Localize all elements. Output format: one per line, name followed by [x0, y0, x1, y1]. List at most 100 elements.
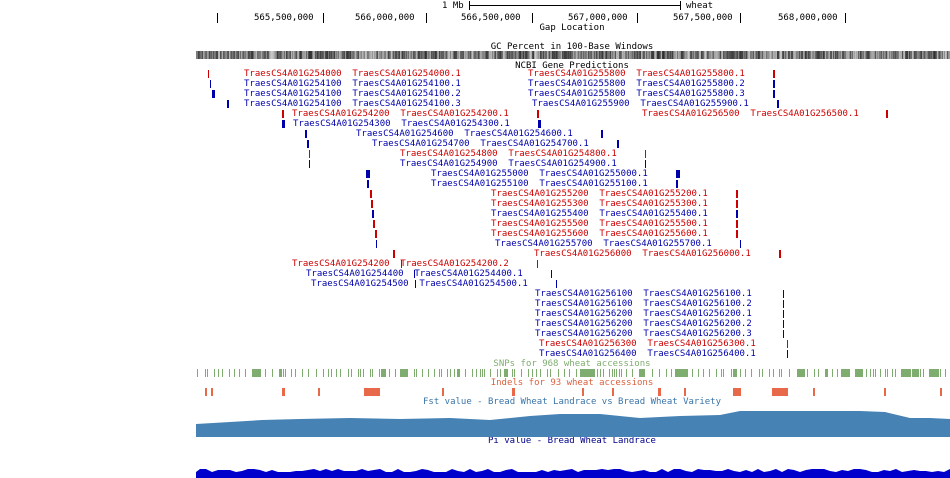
gene-glyph[interactable] [372, 210, 374, 218]
gene-glyph[interactable] [376, 240, 377, 248]
gene-label[interactable]: TraesCS4A01G254900 TraesCS4A01G254900.1 [400, 159, 617, 169]
gene-end-marker[interactable] [740, 240, 741, 248]
gene-label[interactable]: TraesCS4A01G254000 TraesCS4A01G254000.1 [244, 69, 461, 79]
gene-end-marker[interactable] [601, 130, 603, 138]
gene-glyph[interactable] [227, 100, 229, 108]
gene-glyph[interactable] [415, 280, 416, 288]
gene-end-marker[interactable] [787, 350, 788, 358]
gene-end-marker[interactable] [537, 260, 538, 268]
gene-label[interactable]: TraesCS4A01G256300 TraesCS4A01G256300.1 [539, 339, 756, 349]
gene-label[interactable]: TraesCS4A01G254300 TraesCS4A01G254300.1 [293, 119, 510, 129]
snp-mark [340, 369, 341, 377]
gene-glyph[interactable] [282, 110, 284, 118]
gene-end-marker[interactable] [676, 180, 678, 188]
gene-label[interactable]: TraesCS4A01G255500 TraesCS4A01G255500.1 [491, 219, 708, 229]
gene-end-marker[interactable] [779, 250, 781, 258]
gene-glyph[interactable] [371, 200, 373, 208]
gene-label[interactable]: TraesCS4A01G254700 TraesCS4A01G254700.1 [372, 139, 589, 149]
gene-glyph[interactable] [401, 260, 402, 268]
gene-label[interactable]: TraesCS4A01G256000 TraesCS4A01G256000.1 [534, 249, 751, 259]
gene-end-marker[interactable] [787, 340, 788, 348]
gap-track-label[interactable]: Gap Location [539, 23, 605, 33]
gene-label[interactable]: TraesCS4A01G255900 TraesCS4A01G255900.1 [532, 99, 749, 109]
gene-label[interactable]: TraesCS4A01G255000 TraesCS4A01G255000.1 [431, 169, 648, 179]
snp-track-label[interactable]: SNPs for 968 wheat accessions [493, 359, 651, 369]
gene-label[interactable]: TraesCS4A01G254400 TraesCS4A01G254400.1 [306, 269, 523, 279]
gene-label[interactable]: TraesCS4A01G255800 TraesCS4A01G255800.2 [528, 79, 745, 89]
gene-end-marker[interactable] [645, 160, 646, 168]
gene-glyph[interactable] [307, 140, 309, 148]
gene-end-marker[interactable] [645, 150, 646, 158]
gene-end-marker[interactable] [777, 100, 779, 108]
gene-label[interactable]: TraesCS4A01G256100 TraesCS4A01G256100.1 [535, 289, 752, 299]
snp-mark [302, 369, 303, 377]
gene-label[interactable]: TraesCS4A01G254100 TraesCS4A01G254100.1 [244, 79, 461, 89]
gene-end-marker[interactable] [736, 190, 738, 198]
gene-label[interactable]: TraesCS4A01G256400 TraesCS4A01G256400.1 [539, 349, 756, 359]
gene-end-marker[interactable] [538, 120, 541, 128]
gene-end-marker[interactable] [886, 110, 888, 118]
gene-end-marker[interactable] [736, 230, 738, 238]
gene-label[interactable]: TraesCS4A01G256100 TraesCS4A01G256100.2 [535, 299, 752, 309]
gene-glyph[interactable] [375, 230, 377, 238]
gene-end-marker[interactable] [783, 290, 784, 298]
gene-label[interactable]: TraesCS4A01G254100 TraesCS4A01G254100.3 [244, 99, 461, 109]
gc-track-label[interactable]: GC Percent in 100-Base Windows [490, 42, 654, 52]
gene-label[interactable]: TraesCS4A01G255700 TraesCS4A01G255700.1 [495, 239, 712, 249]
gene-label[interactable]: TraesCS4A01G255100 TraesCS4A01G255100.1 [431, 179, 648, 189]
gene-glyph[interactable] [208, 70, 209, 78]
gene-glyph[interactable] [366, 170, 370, 178]
gene-glyph[interactable] [367, 180, 369, 188]
gene-end-marker[interactable] [736, 220, 738, 228]
gene-label[interactable]: TraesCS4A01G256200 TraesCS4A01G256200.3 [535, 329, 752, 339]
snp-mark [751, 369, 752, 377]
gene-label[interactable]: TraesCS4A01G255600 TraesCS4A01G255600.1 [491, 229, 708, 239]
gene-end-marker[interactable] [783, 310, 784, 318]
gene-label[interactable]: TraesCS4A01G256200 TraesCS4A01G256200.1 [535, 309, 752, 319]
gene-track-label[interactable]: NCBI Gene Predictions [515, 61, 629, 71]
gene-label[interactable]: TraesCS4A01G254200 TraesCS4A01G254200.1 [292, 109, 509, 119]
gene-end-marker[interactable] [676, 170, 680, 178]
gene-label[interactable]: TraesCS4A01G255800 TraesCS4A01G255800.3 [528, 89, 745, 99]
gene-end-marker[interactable] [736, 200, 738, 208]
gene-end-marker[interactable] [736, 210, 738, 218]
gene-label[interactable]: TraesCS4A01G256500 TraesCS4A01G256500.1 [642, 109, 859, 119]
gene-label[interactable]: TraesCS4A01G254600 TraesCS4A01G254600.1 [356, 129, 573, 139]
gene-glyph[interactable] [309, 150, 310, 158]
gene-label[interactable]: TraesCS4A01G255300 TraesCS4A01G255300.1 [491, 199, 708, 209]
fst-track-label[interactable]: Fst value - Bread Wheat Landrace vs Brea… [422, 397, 722, 407]
gene-glyph[interactable] [373, 220, 375, 228]
gene-end-marker[interactable] [773, 80, 775, 88]
gene-label[interactable]: TraesCS4A01G256200 TraesCS4A01G256200.2 [535, 319, 752, 329]
gene-label[interactable]: TraesCS4A01G255400 TraesCS4A01G255400.1 [491, 209, 708, 219]
gc-percent-track[interactable] [196, 51, 950, 59]
pi-track-label[interactable]: Pi value - Bread Wheat Landrace [488, 436, 656, 446]
gene-glyph[interactable] [305, 130, 307, 138]
gene-glyph[interactable] [282, 120, 285, 128]
gene-end-marker[interactable] [783, 300, 784, 308]
gene-label[interactable]: TraesCS4A01G254200 TraesCS4A01G254200.2 [292, 259, 509, 269]
gene-end-marker[interactable] [773, 90, 775, 98]
snp-mark [603, 369, 604, 377]
gene-end-marker[interactable] [783, 330, 784, 338]
gene-glyph[interactable] [370, 190, 372, 198]
gene-glyph[interactable] [414, 270, 415, 278]
gene-end-marker[interactable] [551, 270, 552, 278]
gene-glyph[interactable] [210, 80, 211, 88]
gene-end-marker[interactable] [537, 110, 539, 118]
gene-label[interactable]: TraesCS4A01G255200 TraesCS4A01G255200.1 [491, 189, 708, 199]
gene-label[interactable]: TraesCS4A01G254800 TraesCS4A01G254800.1 [400, 149, 617, 159]
gene-end-marker[interactable] [556, 280, 557, 288]
gene-end-marker[interactable] [783, 320, 784, 328]
indel-track-label[interactable]: Indels for 93 wheat accessions [490, 378, 654, 388]
gene-glyph[interactable] [393, 250, 395, 258]
gene-end-marker[interactable] [773, 70, 775, 78]
gene-end-marker[interactable] [617, 140, 619, 148]
gene-label[interactable]: TraesCS4A01G254500 TraesCS4A01G254500.1 [311, 279, 528, 289]
snp-mark [395, 369, 396, 377]
gene-glyph[interactable] [309, 160, 310, 168]
gene-label[interactable]: TraesCS4A01G255800 TraesCS4A01G255800.1 [528, 69, 745, 79]
gene-glyph[interactable] [212, 90, 215, 98]
gene-label[interactable]: TraesCS4A01G254100 TraesCS4A01G254100.2 [244, 89, 461, 99]
